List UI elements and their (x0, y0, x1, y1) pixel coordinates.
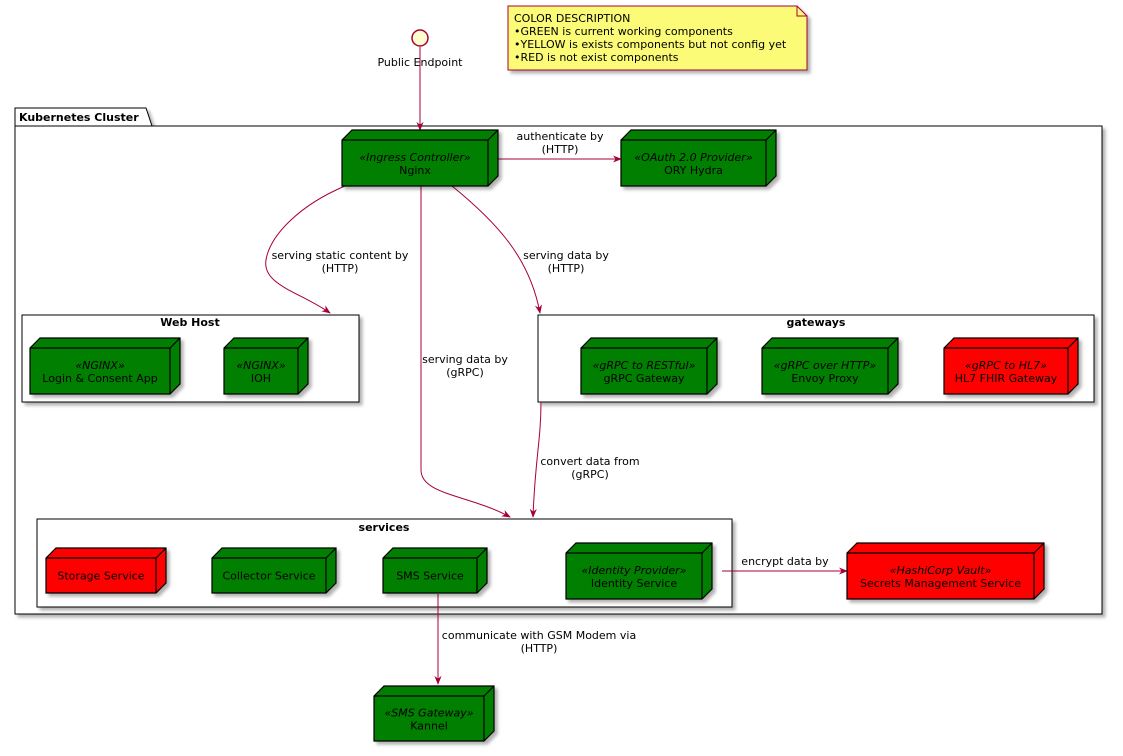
edge-data-http (451, 185, 543, 314)
edges (265, 47, 848, 685)
edge-label: serving static content by (272, 249, 409, 262)
edge-data-grpc (420, 186, 511, 518)
note-line: COLOR DESCRIPTION (514, 12, 630, 25)
node-stereotype: «SMS Gateway» (384, 707, 473, 720)
edge-label: (HTTP) (548, 262, 585, 275)
node-name: Kannel (410, 720, 448, 733)
edge-labels: authenticate by (HTTP) serving static co… (272, 130, 830, 655)
node-vault: «HashiCorp Vault»Secrets Management Serv… (846, 542, 1045, 600)
node-grpc-gateway: «gRPC to RESTful»gRPC Gateway (580, 337, 718, 395)
node-name: Secrets Management Service (860, 577, 1021, 590)
gateways-title: gateways (787, 316, 846, 329)
edge-label: serving data by (422, 353, 508, 366)
webhost-title: Web Host (160, 316, 219, 329)
edge-label: (gRPC) (571, 468, 609, 481)
node-stereotype: «OAuth 2.0 Provider» (634, 151, 752, 164)
nodes: «Ingress Controller»Nginx «OAuth 2.0 Prov… (29, 129, 1079, 742)
node-identity: «Identity Provider»Identity Service (565, 542, 713, 600)
node-hl7: «gRPC to HL7»HL7 FHIR Gateway (943, 337, 1079, 395)
note-line: •YELLOW is exists components but not con… (514, 38, 787, 51)
color-legend-note: COLOR DESCRIPTION •GREEN is current work… (507, 5, 808, 71)
node-name: Identity Service (591, 577, 678, 590)
edge-label: (HTTP) (521, 642, 558, 655)
node-name: HL7 FHIR Gateway (955, 372, 1058, 385)
node-name: Nginx (399, 164, 431, 177)
edge-label: convert data from (540, 455, 639, 468)
edge-static (265, 185, 346, 314)
edge-label: (HTTP) (322, 262, 359, 275)
node-sms: SMS Service (382, 547, 488, 594)
node-kannel: «SMS Gateway»Kannel (373, 685, 495, 742)
node-login-app: «NGINX»Login & Consent App (29, 337, 181, 395)
cluster-title: Kubernetes Cluster (19, 111, 139, 124)
node-name: SMS Service (396, 570, 464, 583)
node-ioh: «NGINX»IOH (223, 337, 309, 395)
node-name: Login & Consent App (42, 372, 157, 385)
node-name: Storage Service (57, 570, 144, 583)
note-line: •GREEN is current working components (514, 25, 733, 38)
edge-convert (529, 401, 542, 518)
node-name: ORY Hydra (664, 164, 723, 177)
node-hydra: «OAuth 2.0 Provider»ORY Hydra (620, 129, 777, 187)
node-nginx: «Ingress Controller»Nginx (341, 129, 499, 187)
node-storage: Storage Service (45, 547, 167, 594)
node-stereotype: «NGINX» (236, 359, 286, 372)
note-line: •RED is not exist components (514, 51, 679, 64)
node-name: IOH (251, 372, 271, 385)
node-stereotype: «gRPC over HTTP» (774, 359, 877, 372)
edge-label: (gRPC) (446, 366, 484, 379)
interface-circle-icon (411, 29, 429, 47)
node-stereotype: «gRPC to HL7» (965, 359, 1047, 372)
node-stereotype: «NGINX» (75, 359, 125, 372)
node-stereotype: «gRPC to RESTful» (593, 359, 696, 372)
edge-label: communicate with GSM Modem via (442, 629, 636, 642)
node-collector: Collector Service (211, 547, 337, 594)
node-name: gRPC Gateway (603, 372, 685, 385)
services-title: services (359, 521, 410, 534)
node-name: Collector Service (222, 570, 315, 583)
edge-label: (HTTP) (542, 143, 579, 156)
node-name: Envoy Proxy (791, 372, 859, 385)
edge-label: serving data by (523, 249, 609, 262)
node-stereotype: «Ingress Controller» (359, 151, 471, 164)
node-stereotype: «HashiCorp Vault» (890, 564, 992, 577)
edge-label: authenticate by (517, 130, 604, 143)
edge-label: encrypt data by (741, 555, 829, 568)
node-envoy: «gRPC over HTTP»Envoy Proxy (761, 337, 899, 395)
node-stereotype: «Identity Provider» (582, 564, 687, 577)
